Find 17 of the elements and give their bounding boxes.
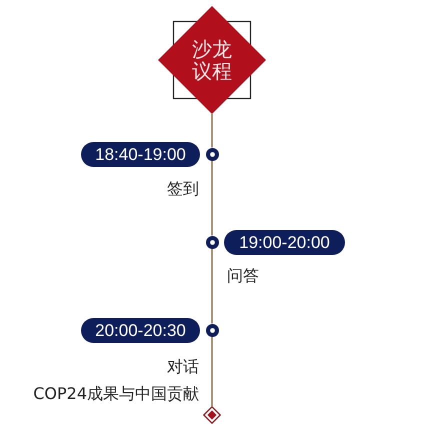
- agenda-item-text: 问答: [227, 266, 259, 286]
- timeline-line: [211, 336, 213, 406]
- time-pill: 19:00-20:00: [224, 230, 345, 255]
- timeline-line: [211, 248, 213, 324]
- title-text: 沙龙议程: [191, 38, 233, 82]
- agenda-item-text: 签到: [167, 179, 199, 199]
- agenda-item-text: COP24成果与中国贡献: [33, 384, 199, 404]
- timeline-line: [211, 160, 213, 236]
- agenda-item-text: 对话: [167, 357, 199, 377]
- end-diamond-icon: [203, 406, 221, 424]
- timeline-dot-icon: [206, 148, 218, 160]
- title-diamond: [158, 6, 266, 114]
- timeline-dot-icon: [206, 236, 218, 248]
- timeline-dot-icon: [206, 324, 218, 336]
- time-pill: 18:40-19:00: [81, 142, 200, 167]
- timeline-line: [211, 114, 213, 148]
- time-pill: 20:00-20:30: [81, 318, 200, 343]
